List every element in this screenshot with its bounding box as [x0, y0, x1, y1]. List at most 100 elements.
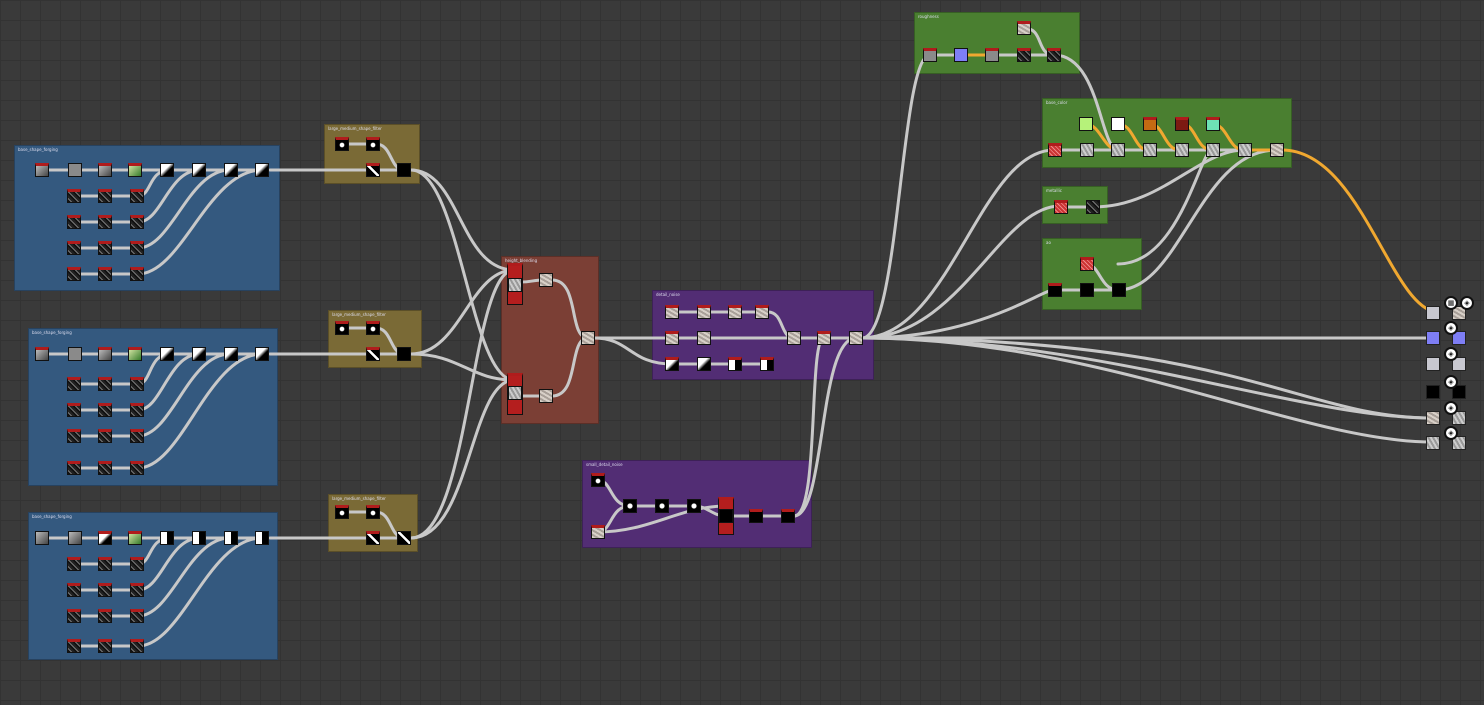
node-output[interactable]	[397, 531, 411, 545]
node-detail[interactable]	[665, 305, 679, 319]
node-noise[interactable]	[130, 377, 144, 391]
node-small-detail[interactable]	[591, 473, 605, 487]
node-detail[interactable]	[728, 357, 742, 371]
node-blur[interactable]	[68, 347, 82, 361]
node-ao[interactable]	[1048, 283, 1062, 297]
node-height-preview[interactable]	[508, 386, 522, 400]
node-blend[interactable]	[366, 163, 380, 177]
node-shape[interactable]	[335, 321, 349, 335]
node-blend[interactable]	[255, 163, 269, 177]
node-levels[interactable]	[98, 163, 112, 177]
node-roughness[interactable]	[954, 48, 968, 62]
node-noise[interactable]	[130, 639, 144, 653]
node-output[interactable]	[397, 347, 411, 361]
node-noise[interactable]	[130, 429, 144, 443]
node-noise[interactable]	[67, 267, 81, 281]
node-noise[interactable]	[130, 609, 144, 623]
node-noise[interactable]	[130, 189, 144, 203]
node-shape-gradient[interactable]	[35, 163, 49, 177]
node-color-blend[interactable]	[1080, 143, 1094, 157]
node-small-detail[interactable]	[655, 499, 669, 513]
node-noise[interactable]	[98, 583, 112, 597]
node-blend[interactable]	[787, 331, 801, 345]
node-metallic[interactable]	[1054, 200, 1068, 214]
node-roughness[interactable]	[1017, 21, 1031, 35]
node-noise[interactable]	[98, 429, 112, 443]
node-roughness[interactable]	[985, 48, 999, 62]
node-color-blend[interactable]	[1111, 143, 1125, 157]
node-detail[interactable]	[697, 305, 711, 319]
node-blend[interactable]	[160, 531, 174, 545]
node-warp[interactable]	[128, 163, 142, 177]
node-noise[interactable]	[130, 241, 144, 255]
node-blend[interactable]	[539, 389, 553, 403]
node-warp[interactable]	[128, 347, 142, 361]
node-blend[interactable]	[224, 347, 238, 361]
node-blend[interactable]	[366, 531, 380, 545]
node-noise[interactable]	[130, 461, 144, 475]
node-blend[interactable]	[192, 347, 206, 361]
node-shape[interactable]	[366, 137, 380, 151]
node-noise[interactable]	[67, 609, 81, 623]
node-blur[interactable]	[68, 531, 82, 545]
frame-base-shape-1[interactable]: base_shape_forging	[14, 145, 280, 291]
frame-base-shape-2[interactable]: base_shape_forging	[28, 328, 278, 486]
node-detail[interactable]	[665, 357, 679, 371]
node-color[interactable]	[1143, 117, 1157, 131]
node-height-preview[interactable]	[508, 278, 522, 292]
node-ao[interactable]	[1080, 257, 1094, 271]
node-blend[interactable]	[366, 347, 380, 361]
node-noise[interactable]	[67, 241, 81, 255]
node-ao[interactable]	[1080, 283, 1094, 297]
node-noise[interactable]	[98, 609, 112, 623]
node-noise[interactable]	[130, 267, 144, 281]
frame-base-shape-3[interactable]: base_shape_forging	[28, 512, 278, 660]
node-shape[interactable]	[366, 321, 380, 335]
node-blend[interactable]	[817, 331, 831, 345]
node-noise[interactable]	[67, 557, 81, 571]
node-blend[interactable]	[160, 163, 174, 177]
node-detail[interactable]	[728, 305, 742, 319]
node-blend[interactable]	[192, 531, 206, 545]
node-detail[interactable]	[665, 331, 679, 345]
node-shape-gradient[interactable]	[35, 347, 49, 361]
node-roughness[interactable]	[923, 48, 937, 62]
node-shape-gradient[interactable]	[35, 531, 49, 545]
node-noise[interactable]	[98, 461, 112, 475]
node-color[interactable]	[1206, 117, 1220, 131]
node-blend[interactable]	[160, 347, 174, 361]
node-levels[interactable]	[98, 347, 112, 361]
node-small-detail[interactable]	[591, 525, 605, 539]
node-detail[interactable]	[697, 357, 711, 371]
node-noise[interactable]	[67, 639, 81, 653]
node-blend[interactable]	[192, 163, 206, 177]
node-roughness[interactable]	[1047, 48, 1061, 62]
node-noise[interactable]	[130, 215, 144, 229]
node-color-blend[interactable]	[1238, 143, 1252, 157]
node-noise[interactable]	[98, 557, 112, 571]
node-color[interactable]	[1079, 117, 1093, 131]
node-blend[interactable]	[849, 331, 863, 345]
node-noise[interactable]	[67, 429, 81, 443]
node-noise[interactable]	[67, 377, 81, 391]
node-noise[interactable]	[67, 461, 81, 475]
node-color[interactable]	[1111, 117, 1125, 131]
node-blend[interactable]	[539, 273, 553, 287]
node-noise[interactable]	[98, 241, 112, 255]
frame-base-color[interactable]: base_color	[1042, 98, 1292, 168]
node-noise[interactable]	[130, 557, 144, 571]
node-noise[interactable]	[67, 583, 81, 597]
node-small-detail[interactable]	[749, 509, 763, 523]
node-noise[interactable]	[98, 189, 112, 203]
node-noise[interactable]	[98, 377, 112, 391]
frame-ao[interactable]: ao	[1042, 238, 1142, 310]
node-color-blend[interactable]	[1143, 143, 1157, 157]
node-shape[interactable]	[335, 505, 349, 519]
node-blend[interactable]	[581, 331, 595, 345]
node-color-blend[interactable]	[1175, 143, 1189, 157]
node-detail[interactable]	[755, 305, 769, 319]
node-small-detail[interactable]	[623, 499, 637, 513]
node-roughness[interactable]	[1017, 48, 1031, 62]
node-color-input[interactable]	[1048, 143, 1062, 157]
node-blend[interactable]	[224, 531, 238, 545]
